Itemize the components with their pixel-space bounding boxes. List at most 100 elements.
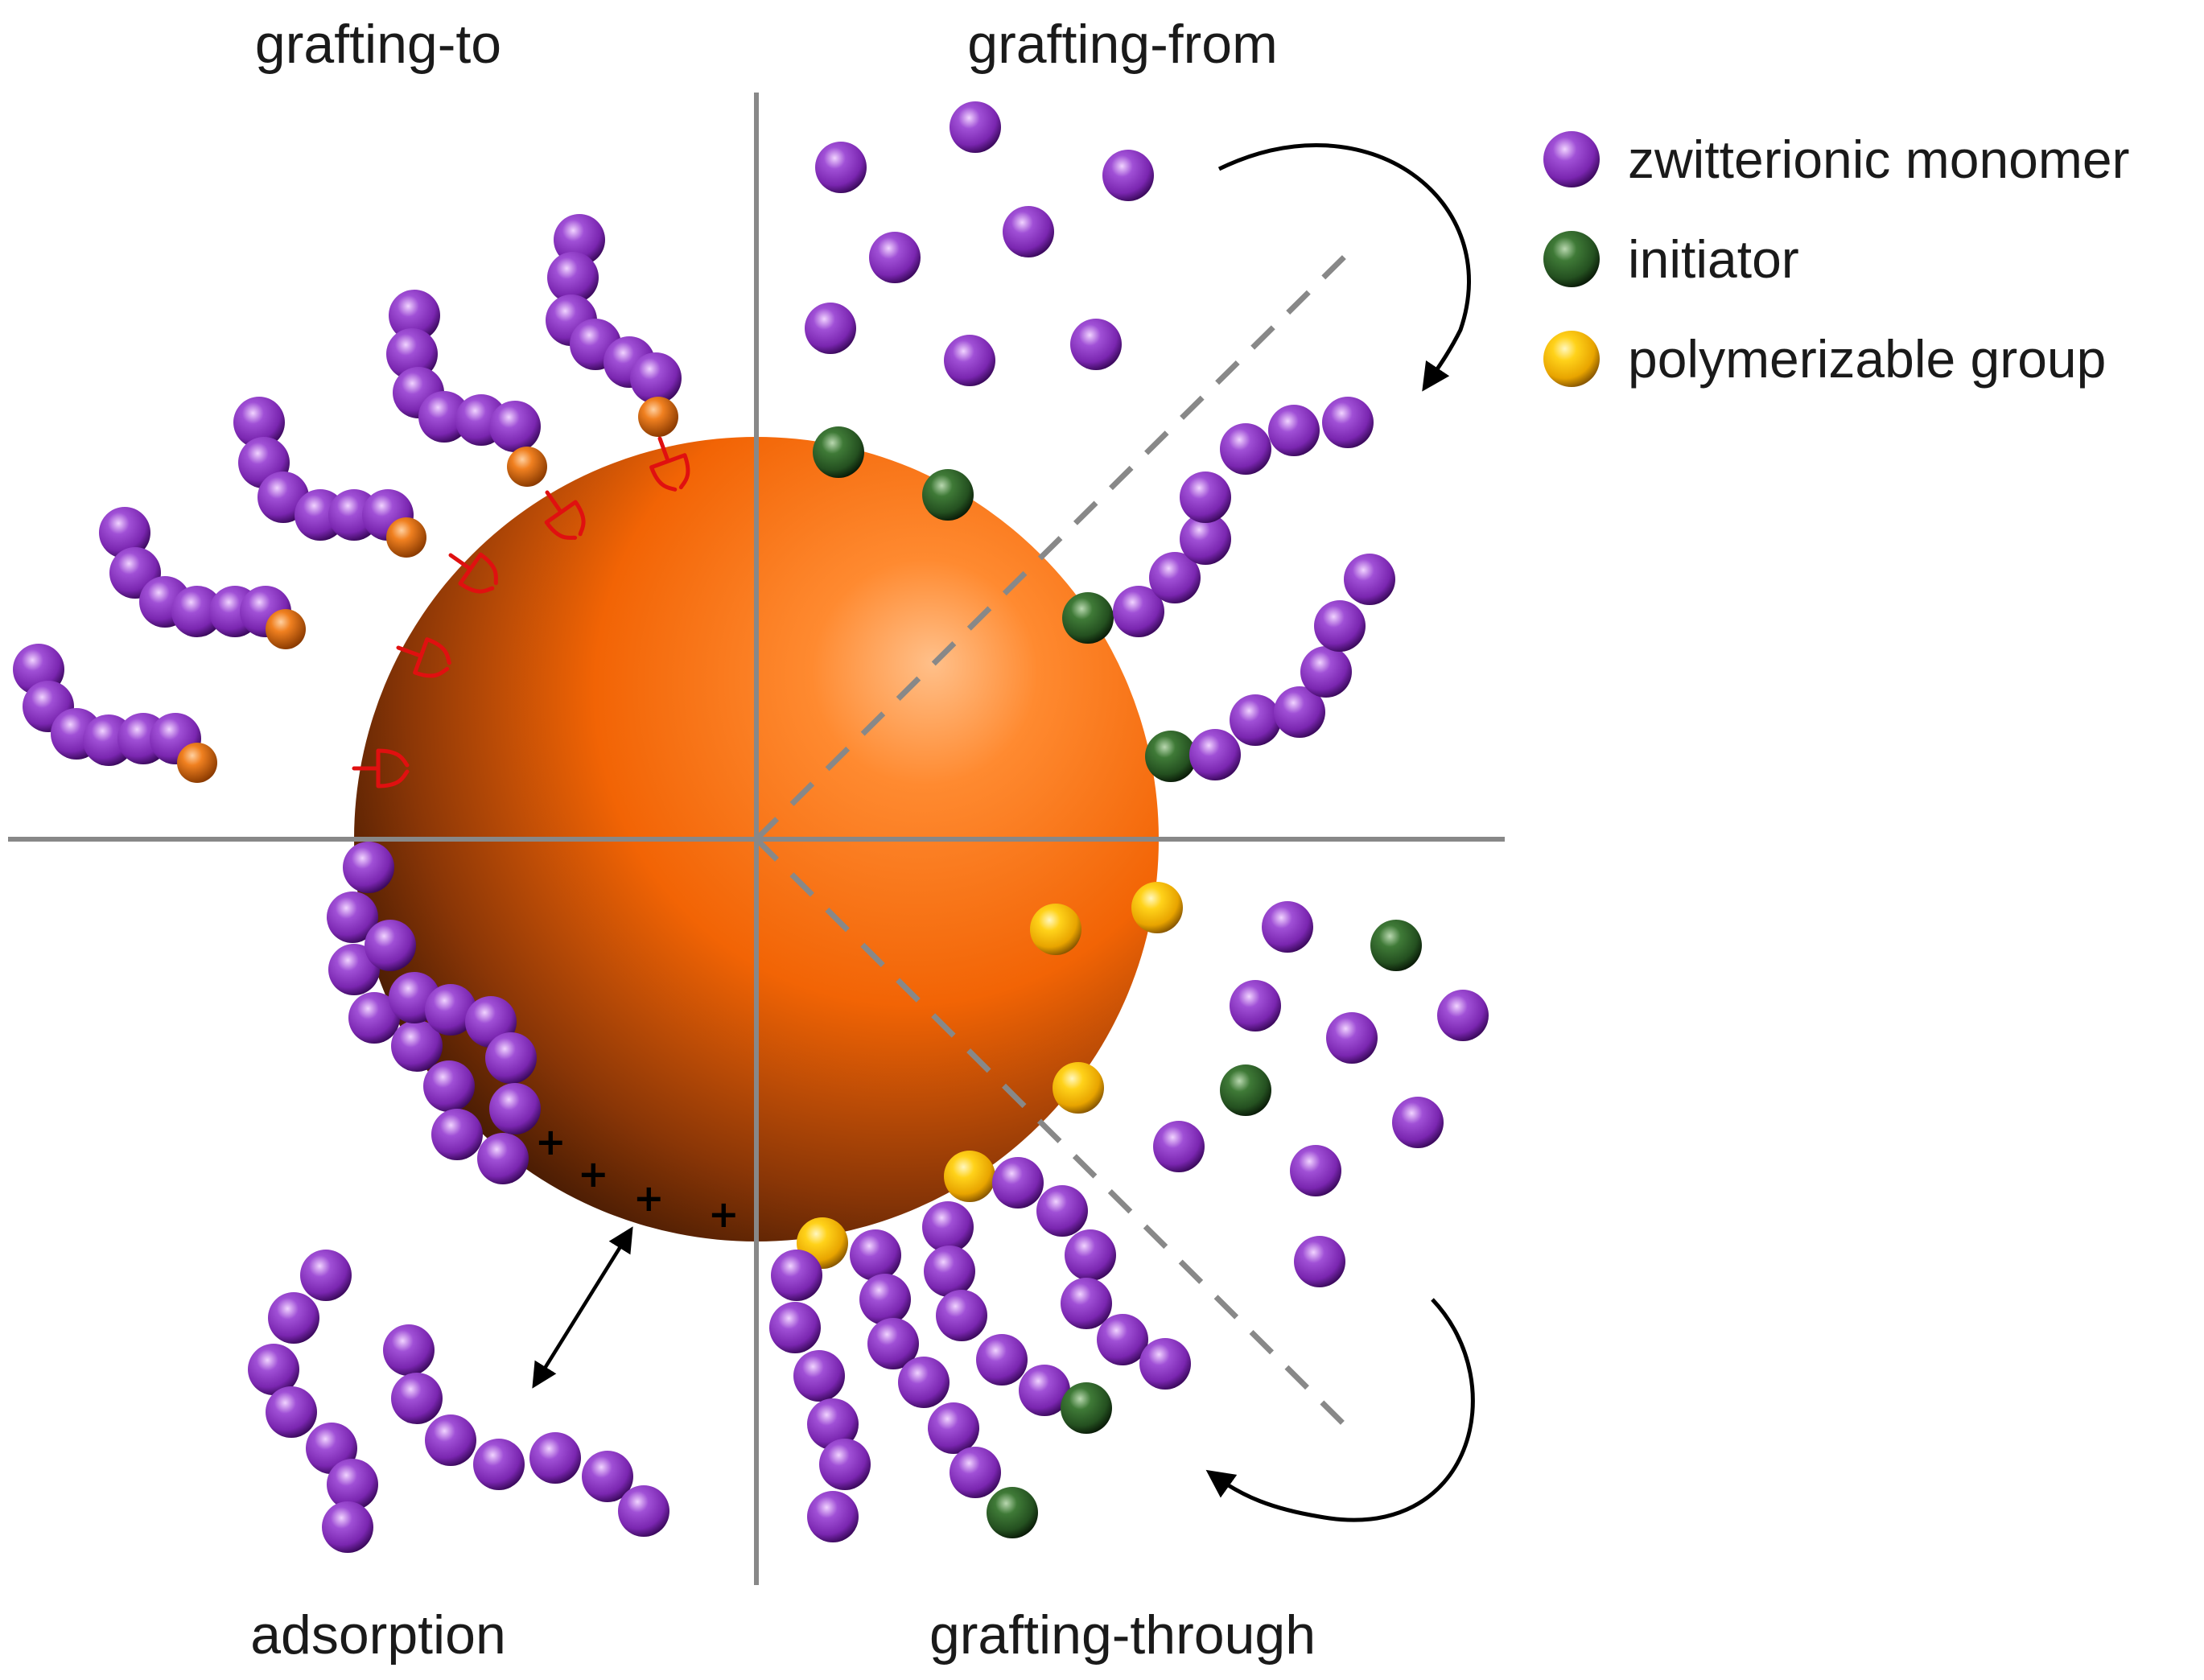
monomer-bead [1139,1338,1191,1390]
label-grafting-to: grafting-to [255,14,501,75]
monomer-bead [1294,1236,1345,1287]
monomer-bead [1268,405,1320,456]
monomer-bead [1189,729,1241,780]
end-group-bead [638,397,678,437]
monomer-bead [418,391,470,443]
legend-initiator-label: initiator [1628,229,1799,289]
monomer-bead [171,586,223,637]
monomer-bead [1036,1185,1088,1237]
monomer-bead [383,1324,435,1376]
monomer-bead [805,303,856,354]
adsorption-double-arrow [532,1226,633,1389]
label-grafting-through: grafting-through [929,1604,1316,1666]
monomer-bead [944,335,995,386]
monomer-bead [365,920,416,971]
dashed-divider-upper [754,247,1354,842]
anchor-group [544,490,586,540]
initiator-bead [987,1487,1038,1538]
monomer-bead [485,1032,537,1084]
monomer-bead [1437,990,1489,1041]
initiator-bead [1370,920,1422,971]
positive-charge: + [578,1152,609,1196]
monomer-bead [431,1109,483,1160]
monomer-bead [529,1432,581,1484]
monomer-bead [266,1386,317,1438]
monomer-bead [554,214,605,266]
monomer-bead [425,984,476,1036]
monomer-bead [867,1318,919,1369]
monomer-bead [769,1302,821,1353]
initiator-bead [1145,731,1197,782]
monomer-bead [1065,1229,1116,1281]
anchor-groups [352,436,690,789]
monomer-bead [99,507,150,558]
anchor-group [448,552,498,594]
monomer-bead [976,1334,1028,1386]
monomer-bead [630,352,682,404]
monomer-bead [477,1133,529,1184]
positive-charge: + [633,1176,665,1220]
monomer-bead [1326,1012,1378,1064]
monomer-bead [898,1357,950,1408]
monomer-bead [1300,646,1352,698]
monomer-bead [869,232,921,283]
monomer-bead [391,1020,443,1072]
monomer-bead [1392,1097,1444,1148]
monomer-bead [859,1274,911,1325]
anchor-group [649,436,690,492]
anchor-group [352,748,410,789]
monomer-bead [1262,901,1313,953]
monomer-bead [1070,319,1122,370]
monomer-bead [489,401,541,452]
monomer-bead [815,142,867,193]
monomer-bead [1113,586,1164,637]
monomer-bead [807,1398,859,1450]
monomer-bead [1061,1278,1112,1329]
positive-charge: + [708,1192,739,1236]
monomer-bead [233,397,285,448]
monomer-bead [1314,600,1366,652]
end-group-bead [177,743,217,783]
molecule-beads [13,101,1489,1553]
monomer-bead [1322,397,1374,448]
monomer-bead [771,1250,822,1301]
end-group-bead [266,609,306,649]
legend-polymerizable-icon [1543,331,1600,387]
monomer-bead [348,992,400,1044]
monomer-bead [1097,1314,1148,1365]
monomer-bead [300,1250,352,1301]
legend-monomer-icon [1543,131,1600,187]
monomer-bead [391,1373,443,1424]
monomer-bead [618,1485,669,1537]
legend: zwitterionic monomer initiator polymeriz… [1543,130,2130,389]
end-group-bead [386,517,426,558]
monomer-bead [489,1083,541,1134]
initiator-bead [922,469,974,521]
monomer-bead [425,1414,476,1466]
monomer-bead [1290,1145,1341,1196]
monomer-bead [328,944,380,995]
monomer-bead [936,1290,987,1341]
monomer-bead [992,1157,1044,1209]
monomer-bead [547,252,599,303]
monomer-bead [1153,1121,1205,1172]
positive-charge: + [535,1120,566,1163]
monomer-bead [268,1292,319,1344]
legend-polymerizable-label: polymerizable group [1628,329,2106,389]
monomer-bead [327,891,378,943]
monomer-bead [950,101,1001,153]
end-group-bead [507,447,547,487]
initiator-bead [1061,1382,1112,1434]
monomer-bead [793,1350,845,1402]
anchor-group [396,637,451,678]
legend-initiator-icon [1543,231,1600,287]
monomer-bead [423,1060,475,1112]
initiator-bead [1220,1064,1271,1116]
monomer-bead [1019,1365,1070,1416]
monomer-bead [1274,686,1325,738]
monomer-bead [322,1501,373,1553]
polymerizable-group-bead [1030,904,1081,955]
monomer-bead [807,1491,859,1542]
monomer-bead [1230,980,1281,1031]
label-grafting-from: grafting-from [967,14,1277,75]
